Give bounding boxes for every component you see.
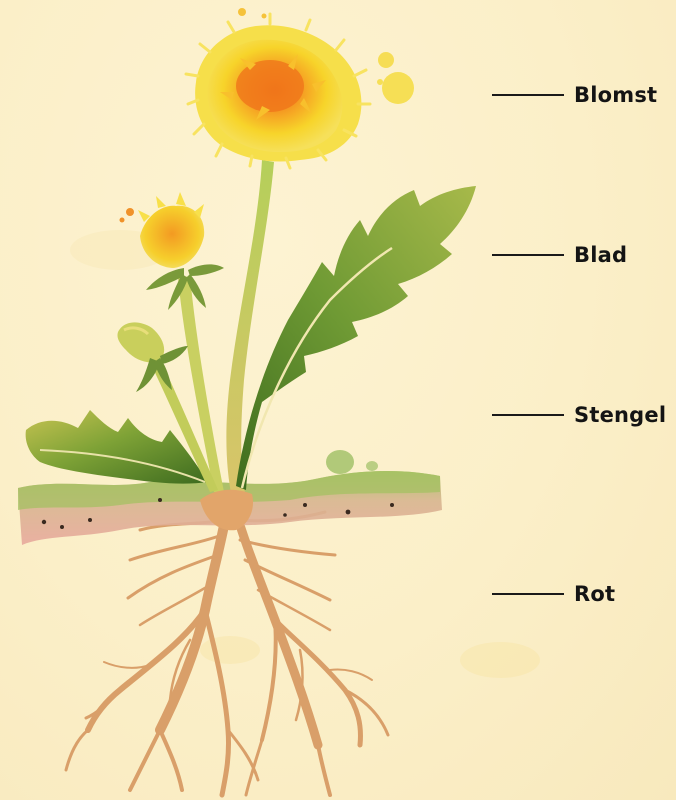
label-root: Rot — [492, 582, 615, 606]
main-leaf — [236, 186, 476, 490]
flower-head — [186, 8, 414, 168]
label-stem-text: Stengel — [574, 403, 666, 427]
leader-line — [492, 414, 564, 416]
leader-line — [492, 94, 564, 96]
label-leaf: Blad — [492, 243, 627, 267]
label-stem: Stengel — [492, 403, 666, 427]
label-root-text: Rot — [574, 582, 615, 606]
label-flower-text: Blomst — [574, 83, 657, 107]
label-flower: Blomst — [492, 83, 657, 107]
closed-bud — [117, 322, 188, 392]
leader-line — [492, 254, 564, 256]
label-leaf-text: Blad — [574, 243, 627, 267]
leader-line — [492, 593, 564, 595]
